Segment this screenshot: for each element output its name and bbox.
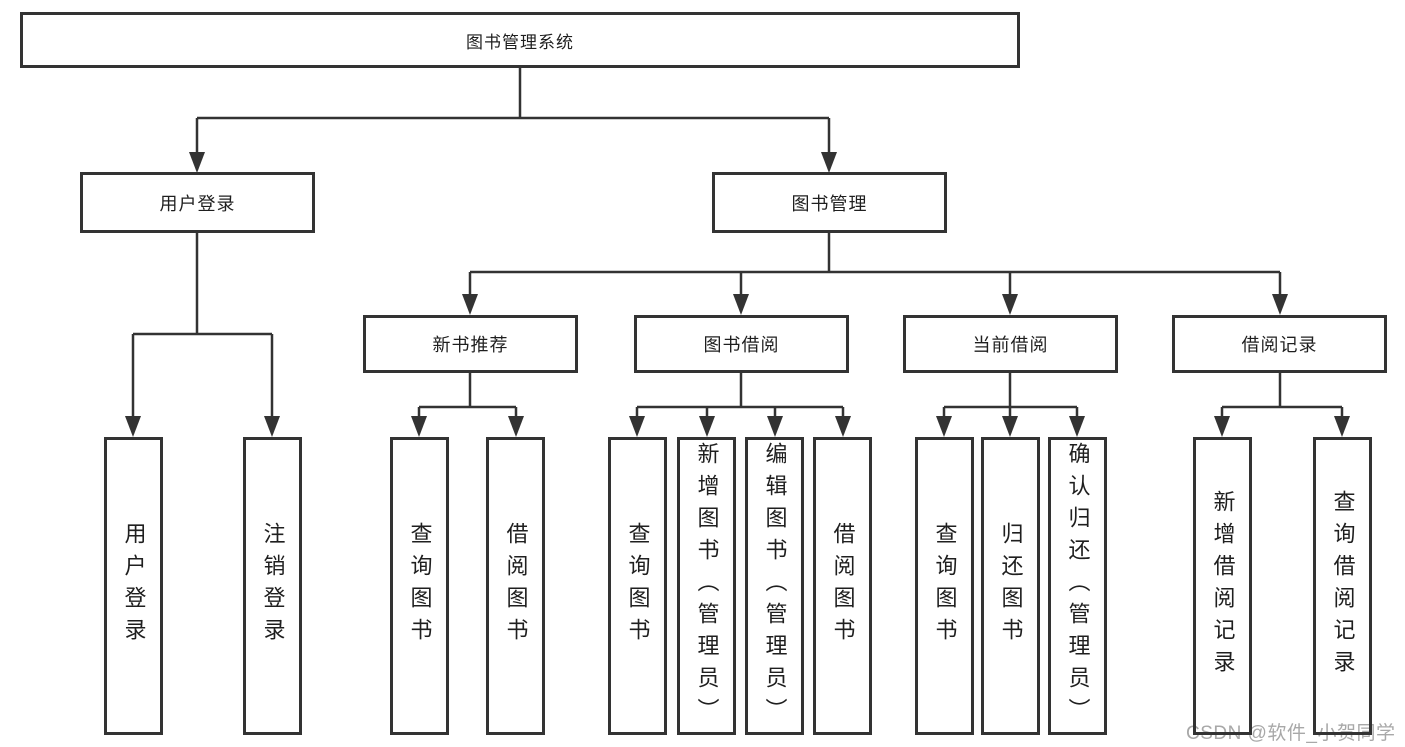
node-book-borrowing: 图书借阅 <box>634 315 849 373</box>
connector-new-book <box>417 373 518 422</box>
leaf-query-books-borrowing-label: 查询图书 <box>625 522 651 650</box>
node-user-login-label: 用户登录 <box>159 193 236 214</box>
leaf-query-books-current: 查询图书 <box>915 437 974 735</box>
leaf-borrow-books-label: 借阅图书 <box>830 522 856 650</box>
leaf-add-books-admin-label: 新增图书（管理员） <box>694 442 720 730</box>
connector-user-login <box>131 233 274 422</box>
leaf-query-books-borrowing: 查询图书 <box>608 437 667 735</box>
node-borrowing-records: 借阅记录 <box>1172 315 1387 373</box>
leaf-add-borrow-record-label: 新增借阅记录 <box>1210 490 1236 682</box>
leaf-return-books-label: 归还图书 <box>998 522 1024 650</box>
leaf-logout-label: 注销登录 <box>260 522 286 650</box>
node-system-root-label: 图书管理系统 <box>466 32 574 52</box>
leaf-query-books-recommend-label: 查询图书 <box>407 522 433 650</box>
leaf-add-borrow-record: 新增借阅记录 <box>1193 437 1252 735</box>
node-book-management: 图书管理 <box>712 172 947 233</box>
leaf-confirm-return-admin: 确认归还（管理员） <box>1048 437 1107 735</box>
connector-root <box>195 68 831 158</box>
connector-borrow-records <box>1220 373 1344 422</box>
leaf-user-login-label: 用户登录 <box>121 522 147 650</box>
leaf-return-books: 归还图书 <box>981 437 1040 735</box>
leaf-confirm-return-admin-label: 确认归还（管理员） <box>1065 442 1091 730</box>
node-book-borrowing-label: 图书借阅 <box>703 335 780 355</box>
leaf-edit-books-admin-label: 编辑图书（管理员） <box>762 442 788 730</box>
leaf-query-books-current-label: 查询图书 <box>932 522 958 650</box>
node-borrowing-records-label: 借阅记录 <box>1241 335 1318 355</box>
leaf-borrow-books-recommend: 借阅图书 <box>486 437 545 735</box>
csdn-watermark: CSDN @软件_小贺同学 <box>1186 723 1396 744</box>
connector-book-mgmt <box>468 233 1282 300</box>
connector-book-borrow <box>635 373 845 422</box>
leaf-query-borrow-record: 查询借阅记录 <box>1313 437 1372 735</box>
leaf-add-books-admin: 新增图书（管理员） <box>677 437 736 735</box>
node-book-management-label: 图书管理 <box>791 193 868 214</box>
leaf-user-login: 用户登录 <box>104 437 163 735</box>
leaf-query-borrow-record-label: 查询借阅记录 <box>1330 490 1356 682</box>
node-system-root: 图书管理系统 <box>20 12 1020 68</box>
node-new-book-recommend: 新书推荐 <box>363 315 578 373</box>
leaf-borrow-books-recommend-label: 借阅图书 <box>503 522 529 650</box>
leaf-borrow-books: 借阅图书 <box>813 437 872 735</box>
node-user-login: 用户登录 <box>80 172 315 233</box>
arrowheads <box>125 152 1350 437</box>
connector-current-borrow <box>942 373 1079 422</box>
leaf-query-books-recommend: 查询图书 <box>390 437 449 735</box>
node-current-borrowing-label: 当前借阅 <box>972 335 1049 355</box>
leaf-logout: 注销登录 <box>243 437 302 735</box>
leaf-edit-books-admin: 编辑图书（管理员） <box>745 437 804 735</box>
node-new-book-recommend-label: 新书推荐 <box>432 335 509 355</box>
node-current-borrowing: 当前借阅 <box>903 315 1118 373</box>
